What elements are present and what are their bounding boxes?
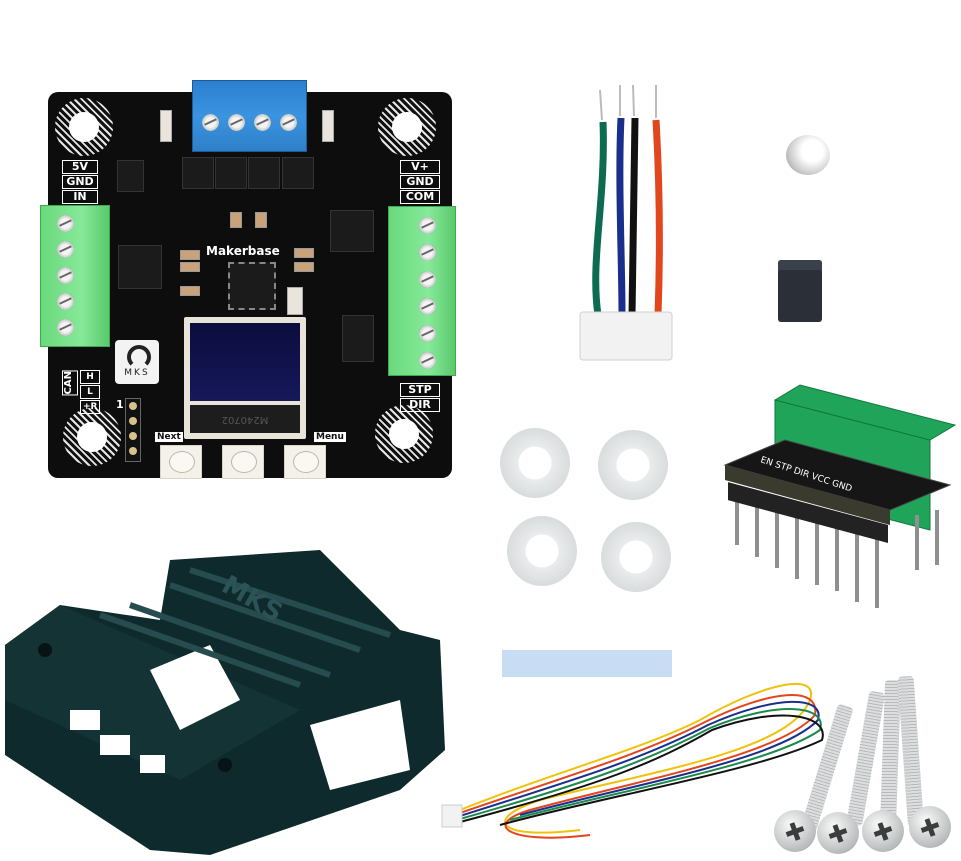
- pin-header: [125, 398, 141, 462]
- capacitor: [180, 286, 200, 296]
- left-terminal-labels: 5V GND IN: [62, 160, 98, 205]
- mosfet-chip: [182, 157, 214, 189]
- nylon-washer: [598, 430, 668, 500]
- magnet: [786, 135, 830, 175]
- label-vplus: V+: [400, 160, 440, 174]
- label-can-h: H: [80, 370, 100, 384]
- label-in: IN: [62, 190, 98, 204]
- label-gnd: GND: [62, 175, 98, 189]
- oled-flex-marking: M240702: [190, 405, 300, 433]
- shunt-resistor: [322, 110, 334, 142]
- menu-button[interactable]: [284, 445, 326, 479]
- mosfet-chip: [282, 157, 314, 189]
- can-label: CAN: [62, 370, 78, 396]
- driver-ic: [118, 245, 162, 289]
- mounting-hole: [63, 408, 121, 466]
- motor-cable: [579, 84, 673, 361]
- shunt-resistor: [160, 110, 172, 142]
- mounting-hole: [378, 98, 436, 156]
- label-can-l: L: [80, 385, 100, 399]
- nylon-washer: [507, 516, 577, 586]
- microcontroller: [228, 262, 276, 310]
- driver-ic: [330, 210, 374, 252]
- screw-head: [862, 810, 904, 852]
- capacitor: [294, 248, 314, 258]
- adapter-board: EN STP DIR VCC GND: [723, 384, 957, 608]
- mosfet-chip: [215, 157, 247, 189]
- label-5v: 5V: [62, 160, 98, 174]
- input-terminal-block: [40, 205, 110, 347]
- capacitor: [294, 262, 314, 272]
- menu-label: Menu: [314, 432, 346, 442]
- nylon-washer: [601, 522, 671, 592]
- mounting-hole: [375, 405, 433, 463]
- housing: MKS: [5, 550, 445, 855]
- capacitor: [230, 212, 242, 228]
- jumper-cap: [778, 260, 822, 322]
- oled-display: M240702: [184, 317, 306, 439]
- label-dir: DIR: [400, 398, 440, 412]
- optocoupler: [342, 315, 374, 362]
- brand-text: Makerbase: [206, 244, 280, 258]
- label-stp: STP: [400, 383, 440, 397]
- crystal: [287, 287, 303, 315]
- multi-wire-cable: [441, 682, 824, 839]
- can-pin-labels: H L +R: [80, 370, 100, 415]
- nylon-washer: [500, 428, 570, 498]
- oled-screen: [190, 323, 300, 401]
- step-dir-labels: STP DIR: [400, 383, 440, 413]
- thermal-pad: [502, 650, 672, 677]
- signal-terminal-block: [388, 206, 456, 376]
- mounting-hole: [55, 98, 113, 156]
- capacitor: [180, 250, 200, 260]
- screw-head: [817, 812, 859, 854]
- label-com: COM: [400, 190, 440, 204]
- next-label: Next: [155, 432, 183, 442]
- motor-terminal-block: [192, 80, 307, 152]
- right-terminal-labels: V+ GND COM: [400, 160, 440, 205]
- mosfet-chip: [248, 157, 280, 189]
- enter-button[interactable]: [222, 445, 264, 479]
- next-button[interactable]: [160, 445, 202, 479]
- screw-head: [774, 810, 816, 852]
- label-gnd: GND: [400, 175, 440, 189]
- capacitor: [180, 262, 200, 272]
- label-can-r: +R: [80, 400, 100, 414]
- pin-one-marker: 1: [116, 398, 124, 411]
- regulator: [117, 160, 144, 192]
- screw-head: [909, 806, 951, 848]
- mks-logo: MKS: [115, 340, 159, 384]
- screw-shaft: [897, 675, 924, 827]
- capacitor: [255, 212, 267, 228]
- mks-logo-text: MKS: [124, 368, 150, 378]
